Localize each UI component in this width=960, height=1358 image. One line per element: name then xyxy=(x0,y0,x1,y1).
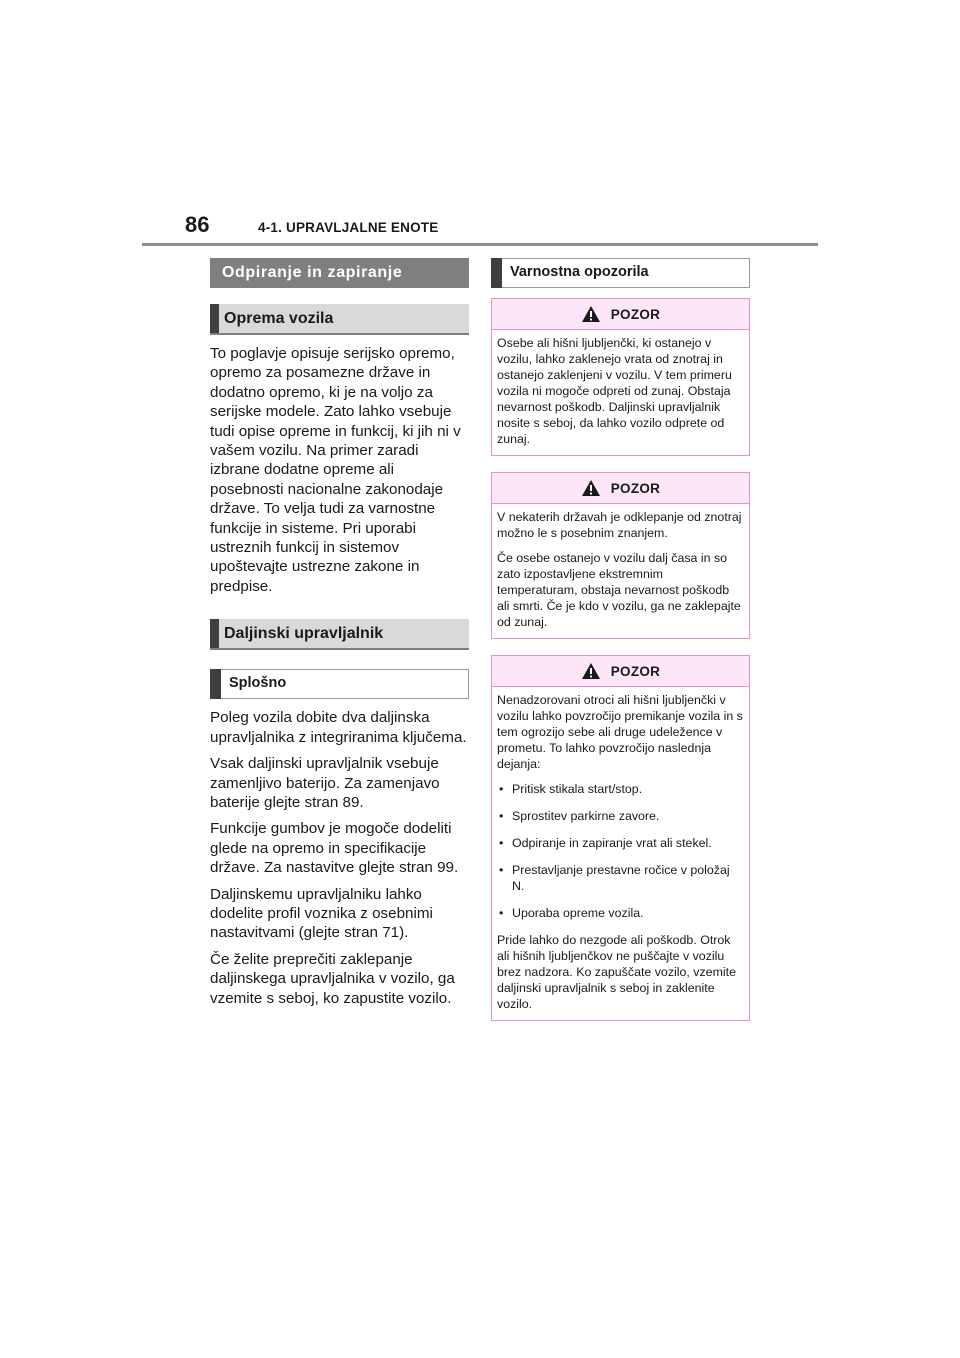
subheading-label: Varnostna opozorila xyxy=(510,264,649,280)
subheading-label: Oprema vozila xyxy=(224,310,334,327)
warning-header: POZOR xyxy=(492,299,749,330)
subheading-remote-control: Daljinski upravljalnik xyxy=(210,619,469,651)
chapter-title: 4-1. UPRAVLJALNE ENOTE xyxy=(258,220,439,235)
warning-header: POZOR xyxy=(492,473,749,504)
subheading-label: Splošno xyxy=(229,675,287,692)
warning-text: Osebe ali hišni ljubljenčki, ki ostanejo… xyxy=(497,336,732,446)
list-item: Sprostitev parkirne zavore. xyxy=(497,808,743,824)
right-column: Varnostna opozorila POZOR Osebe ali hišn… xyxy=(491,258,750,1021)
remote-paragraph-3: Funkcije gumbov je mogoče dodeliti glede… xyxy=(210,820,459,877)
subheading-vehicle-equipment: Oprema vozila xyxy=(210,304,469,335)
warning-intro: Nenadzorovani otroci ali hišni ljubljenč… xyxy=(497,693,743,771)
warning-outro: Pride lahko do nezgode ali poškodb. Otro… xyxy=(497,933,736,1011)
warning-body: Osebe ali hišni ljubljenčki, ki ostanejo… xyxy=(492,330,749,455)
list-item: Pritisk stikala start/stop. xyxy=(497,781,743,797)
subheading-general: Splošno xyxy=(210,669,469,700)
left-column: Odpiranje in zapiranje Oprema vozila To … xyxy=(210,258,469,1008)
warning-text: V nekaterih državah je odklepanje od zno… xyxy=(497,510,742,540)
warning-triangle-icon xyxy=(581,306,600,322)
warning-body: Nenadzorovani otroci ali hišni ljubljenč… xyxy=(492,687,749,1020)
remote-paragraph-5: Če želite preprečiti zaklepanje daljinsk… xyxy=(210,950,455,1007)
subheading-safety-warnings: Varnostna opozorila xyxy=(491,258,750,288)
warning-label: POZOR xyxy=(610,663,661,679)
warning-box-2: POZOR V nekaterih državah je odklepanje … xyxy=(491,472,750,639)
warning-label: POZOR xyxy=(610,480,661,496)
subheading-label: Daljinski upravljalnik xyxy=(224,625,384,643)
remote-paragraph-2: Vsak daljinski upravljalnik vsebuje zame… xyxy=(210,755,440,811)
warning-header: POZOR xyxy=(492,656,749,687)
list-item: Prestavljanje prestavne ročice v položaj… xyxy=(497,862,743,894)
remote-paragraph-4: Daljinskemu upravljalniku lahko dodelite… xyxy=(210,885,433,942)
warning-list: Pritisk stikala start/stop. Sprostitev p… xyxy=(497,781,743,921)
list-item: Odpiranje in zapiranje vrat ali stekel. xyxy=(497,835,743,851)
equipment-paragraph: To poglavje opisuje serijsko opremo, opr… xyxy=(210,345,461,595)
warning-triangle-icon xyxy=(581,663,600,679)
page-number: 86 xyxy=(185,212,210,237)
warning-triangle-icon xyxy=(581,480,600,496)
warning-body: V nekaterih državah je odklepanje od zno… xyxy=(492,504,749,638)
list-item: Uporaba opreme vozila. xyxy=(497,905,743,921)
header-rule xyxy=(142,243,818,246)
remote-paragraph-1: Poleg vozila dobite dva daljinska upravl… xyxy=(210,709,467,746)
section-title-open-close: Odpiranje in zapiranje xyxy=(210,258,469,288)
warning-box-1: POZOR Osebe ali hišni ljubljenčki, ki os… xyxy=(491,298,750,456)
warning-text: Če osebe ostanejo v vozilu dalj časa in … xyxy=(497,551,741,629)
warning-label: POZOR xyxy=(610,306,661,322)
warning-box-3: POZOR Nenadzorovani otroci ali hišni lju… xyxy=(491,655,750,1021)
